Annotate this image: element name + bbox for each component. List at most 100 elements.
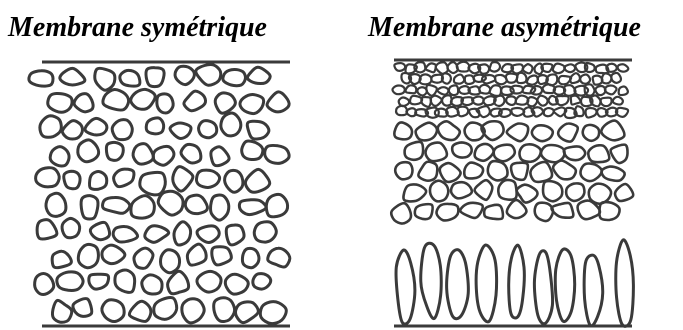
pore-cell [507,123,528,141]
pore-cell [146,118,163,134]
pore-cell [211,147,229,166]
pore-cell [40,116,61,137]
pore-cell [265,145,289,163]
pore-cell [555,249,574,322]
pore-cell [254,222,276,242]
pore-cell [48,93,72,112]
pore-cell [426,63,436,72]
pore-cell [181,144,201,163]
pore-cell [530,162,552,182]
pore-cell [89,274,109,289]
pore-cell [62,218,79,237]
pore-cell [415,204,433,219]
symmetric-pores-group [29,64,290,323]
symmetric-membrane-title: Membrane symétrique [8,14,267,42]
asymmetric-pores-group [391,62,633,326]
pore-cell [551,203,573,218]
pore-cell [488,161,508,180]
pore-cell [253,274,271,290]
pore-cell [223,69,246,85]
pore-cell [519,144,540,161]
pore-cell [266,194,287,216]
pore-cell [475,180,493,200]
pore-cell [221,113,241,136]
pore-cell [454,75,464,84]
pore-cell [157,94,173,113]
pore-cell [78,244,98,267]
pore-cell [185,195,207,213]
pore-cell [605,86,617,95]
pore-cell [170,123,191,139]
pore-cell [478,64,489,73]
pore-cell [457,62,470,72]
pore-cell [405,142,424,160]
pore-cell [140,172,166,195]
pore-cell [421,97,431,107]
pore-cell [37,220,57,239]
pore-cell [588,145,609,162]
pore-cell [403,184,426,201]
pore-cell [196,170,219,187]
pore-cell [236,302,259,323]
pore-cell [29,71,53,86]
pore-cell [580,74,590,83]
pore-cell [431,96,442,106]
pore-cell [484,205,503,219]
pore-cell [574,106,583,116]
pore-cell [564,146,585,160]
pore-cell [242,248,258,267]
pore-cell [131,89,156,109]
pore-cell [436,62,448,74]
pore-cell [184,91,206,111]
pore-cell [215,93,235,113]
pore-cell [618,64,629,71]
pore-cell [225,170,243,192]
pore-cell [199,121,217,138]
pore-cell [494,145,515,162]
pore-cell [168,271,189,294]
pore-cell [396,250,415,324]
pore-cell [601,167,624,181]
pore-cell [615,184,633,201]
pore-cell [114,169,134,187]
pore-cell [517,185,538,203]
pore-cell [78,140,99,162]
pore-cell [90,222,109,239]
pore-cell [174,222,191,245]
pore-cell [440,163,461,182]
pore-cell [452,142,472,157]
pore-cell [73,299,92,317]
pore-cell [89,171,106,189]
pore-cell [602,73,612,83]
pore-cell [537,96,547,106]
pore-cell [406,85,417,93]
pore-cell [102,245,125,263]
pore-cell [476,245,496,322]
pore-cell [187,244,206,265]
pore-cell [601,98,612,106]
pore-cell [535,203,553,221]
pore-cell [619,87,628,95]
pore-cell [394,63,405,71]
pore-cell [173,167,193,191]
pore-cell [175,66,194,84]
pore-cell [583,125,599,141]
pore-cell [421,243,442,318]
pore-cell [601,121,624,141]
pore-cell [133,144,153,164]
pore-cell [532,125,553,141]
pore-cell [103,89,129,110]
pore-cell [260,302,286,324]
pore-cell [197,271,221,292]
pore-cell [532,107,543,116]
pore-cell [543,181,562,201]
pore-cell [267,92,289,112]
pore-cell [81,196,98,219]
pore-cell [395,162,412,179]
pore-cell [268,248,290,267]
pore-cell [438,87,449,94]
pore-cell [145,226,169,243]
pore-cell [158,191,183,215]
pore-cell [460,203,482,218]
pore-cell [154,298,177,320]
